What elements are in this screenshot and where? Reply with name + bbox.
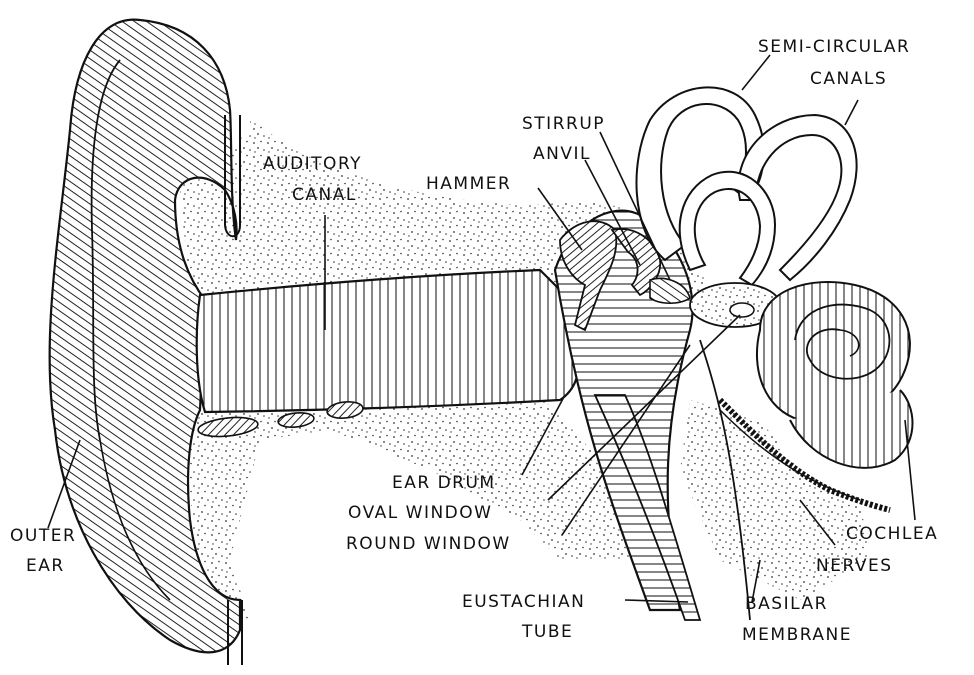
oval-window-shape — [730, 303, 754, 317]
label-stirrup: STIRRUP — [522, 113, 605, 135]
label-semi-circular-canals-2: CANALS — [810, 68, 887, 90]
leader-semicircular-1 — [742, 55, 770, 90]
auditory-canal-shape — [197, 270, 579, 412]
label-nerves: NERVES — [816, 555, 893, 577]
label-auditory-canal-2: CANAL — [292, 184, 357, 206]
leader-semicircular-2 — [845, 100, 858, 125]
label-anvil: ANVIL — [533, 143, 591, 165]
label-auditory-canal-1: AUDITORY — [263, 153, 362, 175]
label-round-window: ROUND WINDOW — [346, 533, 511, 555]
label-ear-drum: EAR DRUM — [392, 472, 496, 494]
label-hammer: HAMMER — [426, 173, 511, 195]
label-basilar-membrane-2: MEMBRANE — [742, 624, 852, 646]
label-eustachian-tube-2: TUBE — [522, 621, 573, 643]
label-cochlea: COCHLEA — [846, 523, 938, 545]
label-semi-circular-canals-1: SEMI-CIRCULAR — [758, 36, 910, 58]
label-oval-window: OVAL WINDOW — [348, 502, 492, 524]
label-basilar-membrane-1: BASILAR — [745, 593, 828, 615]
label-outer-ear-2: EAR — [26, 555, 65, 577]
label-outer-ear-1: OUTER — [10, 525, 76, 547]
semi-circular-canal-3 — [680, 172, 775, 285]
cochlea-spiral — [757, 282, 913, 468]
label-eustachian-tube-1: EUSTACHIAN — [462, 591, 585, 613]
